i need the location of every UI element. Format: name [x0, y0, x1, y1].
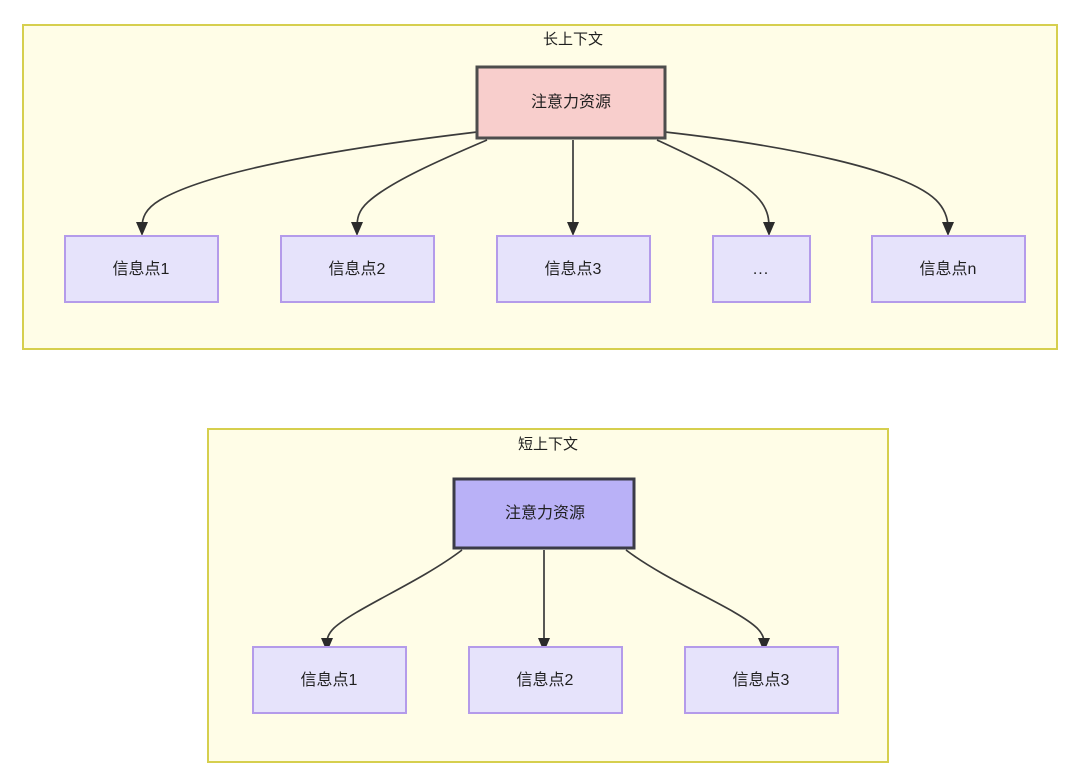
node-info-n-long-rect[interactable]	[871, 235, 1026, 303]
node-info-1-long-label: 信息点1	[113, 260, 170, 278]
node-info-n-long[interactable]: 信息点n	[871, 235, 1026, 303]
node-info-1-short-rect[interactable]	[252, 646, 407, 714]
arrowhead-info-1	[136, 222, 148, 236]
node-attention-long-label: 注意力资源	[531, 92, 611, 111]
edge-root-to-ellipsis	[656, 139, 770, 229]
node-info-1-long-rect[interactable]	[64, 235, 219, 303]
diagram-short-context: 短上下文 注意力资源 信息点1	[207, 428, 889, 763]
node-info-2-short[interactable]: 信息点2	[468, 646, 623, 714]
arrowhead-ellipsis	[763, 222, 775, 236]
node-info-3-long[interactable]: 信息点3	[496, 235, 651, 303]
arrowhead-info-3-short	[758, 638, 770, 652]
node-info-3-short-label: 信息点3	[733, 671, 790, 689]
edge-root-to-info-n	[664, 131, 949, 229]
node-attention-short-rect[interactable]	[452, 477, 636, 550]
node-info-2-long[interactable]: 信息点2	[280, 235, 435, 303]
node-info-1-short[interactable]: 信息点1	[252, 646, 407, 714]
node-info-1-long[interactable]: 信息点1	[64, 235, 219, 303]
node-info-2-short-label: 信息点2	[517, 671, 574, 689]
edges-long-context	[136, 131, 954, 236]
node-attention-short-label: 注意力资源	[505, 503, 585, 522]
edges-short-context	[321, 549, 770, 652]
container-title-short-context: 短上下文	[518, 436, 578, 453]
arrowhead-info-2-short	[538, 638, 550, 652]
node-info-3-long-label: 信息点3	[545, 260, 602, 278]
node-info-2-long-rect[interactable]	[280, 235, 435, 303]
arrowhead-info-2	[351, 222, 363, 236]
diagram-long-context: 长上下文 注意	[22, 24, 1058, 350]
edge-root-to-info-2	[356, 139, 488, 229]
node-info-3-long-rect[interactable]	[496, 235, 651, 303]
node-info-2-long-label: 信息点2	[329, 260, 386, 278]
arrowhead-info-1-short	[321, 638, 333, 652]
node-info-3-short[interactable]: 信息点3	[684, 646, 839, 714]
node-info-3-short-rect[interactable]	[684, 646, 839, 714]
node-attention-long[interactable]: 注意力资源	[475, 65, 667, 140]
node-attention-short[interactable]: 注意力资源	[452, 477, 636, 550]
node-info-n-long-label: 信息点n	[920, 260, 977, 278]
node-ellipsis-long[interactable]: ...	[712, 235, 811, 303]
node-ellipsis-long-rect[interactable]	[712, 235, 811, 303]
node-ellipsis-long-label: ...	[753, 261, 769, 278]
container-title-long-context: 长上下文	[543, 31, 603, 48]
arrowhead-info-n	[942, 222, 954, 236]
node-attention-long-rect[interactable]	[475, 65, 667, 140]
edge-root-to-info-1	[141, 131, 478, 229]
node-info-2-short-rect[interactable]	[468, 646, 623, 714]
arrowhead-info-3	[567, 222, 579, 236]
node-info-1-short-label: 信息点1	[301, 671, 358, 689]
